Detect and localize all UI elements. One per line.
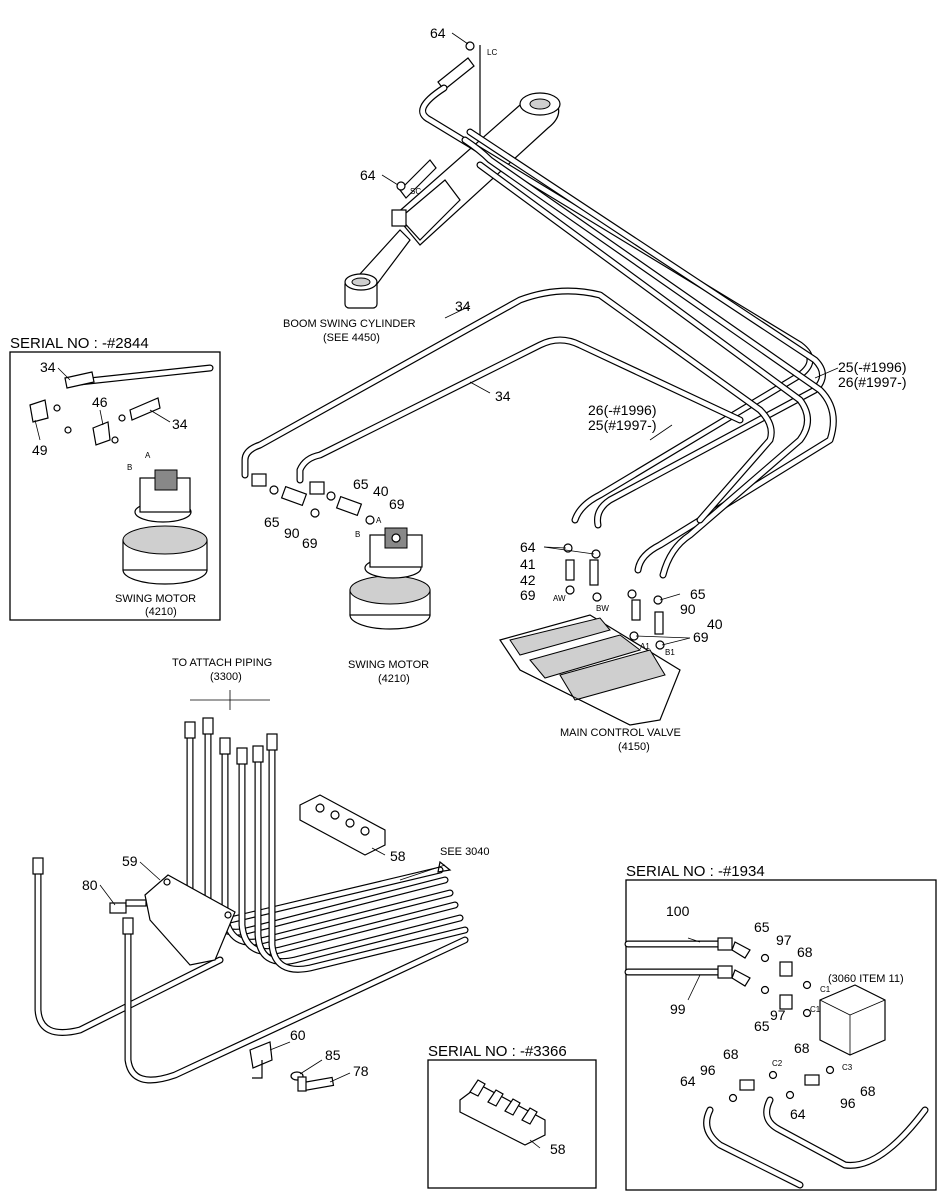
serial-1934: SERIAL NO : -#1934 — [626, 863, 765, 880]
bolt-80 — [109, 899, 147, 914]
inset-box-3366 — [427, 1059, 597, 1189]
part-80-bolt: 80 — [82, 877, 98, 893]
swing-motor-ref-inset: (4210) — [145, 606, 177, 618]
part-100: 100 — [666, 903, 690, 919]
part-42-valve: 42 — [520, 572, 536, 588]
part-60: 60 — [290, 1027, 306, 1043]
part-69-mid: 69 — [389, 496, 405, 512]
serial-3366: SERIAL NO : -#3366 — [428, 1043, 567, 1060]
part-58-inset: 58 — [550, 1141, 566, 1157]
part-65-valve: 65 — [690, 586, 706, 602]
part-65-inset-a: 65 — [754, 919, 770, 935]
inset-1934-content — [624, 937, 929, 1189]
part-96-inset-a: 96 — [700, 1062, 716, 1078]
part-68-inset-a: 68 — [797, 944, 813, 960]
part-68-inset-d: 68 — [860, 1083, 876, 1099]
inset-box-2844 — [9, 351, 221, 621]
part-65-left: 65 — [264, 514, 280, 530]
boom-swing-cylinder — [344, 45, 561, 309]
part-49-inset: 49 — [32, 442, 48, 458]
attach-piping-ref: (3300) — [210, 671, 242, 683]
part-46-inset: 46 — [92, 394, 108, 410]
part-25-post1997: 25(#1997-) — [588, 417, 657, 433]
part-65-mid: 65 — [353, 476, 369, 492]
part-69-valve-right: 69 — [693, 629, 709, 645]
inset-box-1934 — [625, 879, 937, 1191]
part-34-upper: 34 — [455, 298, 471, 314]
part-90-left: 90 — [284, 525, 300, 541]
part-68-inset-c: 68 — [723, 1046, 739, 1062]
port-bw: BW — [596, 604, 609, 613]
part-85: 85 — [325, 1047, 341, 1063]
guard-59 — [144, 874, 236, 966]
part-58-clamp: 58 — [390, 848, 406, 864]
port-c1: C1 — [810, 1005, 821, 1014]
part-68-inset-b: 68 — [794, 1040, 810, 1056]
part-65-inset-b: 65 — [754, 1018, 770, 1034]
port-b-inset: B — [127, 463, 132, 472]
port-lc: LC — [487, 48, 497, 57]
port-a1: A1 — [640, 642, 650, 651]
part-34-lower: 34 — [495, 388, 511, 404]
part-90-valve: 90 — [680, 601, 696, 617]
part-64-valve: 64 — [520, 539, 536, 555]
see-3040-label: SEE 3040 — [440, 846, 490, 858]
part-40-mid: 40 — [373, 483, 389, 499]
part-97-inset-a: 97 — [776, 932, 792, 948]
part-97-inset-b: 97 — [770, 1007, 786, 1023]
to-attach-piping-label: TO ATTACH PIPING — [172, 657, 272, 669]
part-78: 78 — [353, 1063, 369, 1079]
part-34-inset-b: 34 — [172, 416, 188, 432]
item-3060-11-label: (3060 ITEM 11) — [828, 973, 904, 985]
swing-motor-label-inset: SWING MOTOR — [115, 593, 196, 605]
port-b: B — [355, 530, 360, 539]
inset-2844-content — [29, 364, 214, 585]
port-aw: AW — [553, 594, 566, 603]
port-a-inset: A — [145, 451, 151, 460]
main-control-valve-ref: (4150) — [618, 741, 650, 753]
part-64-inset-a: 64 — [680, 1073, 696, 1089]
part-69-left: 69 — [302, 535, 318, 551]
part-64-sc: 64 — [360, 167, 376, 183]
port-c1-top: C1 — [820, 985, 831, 994]
part-34-inset-a: 34 — [40, 359, 56, 375]
port-c2: C2 — [772, 1059, 783, 1068]
leader-lines — [34, 32, 839, 1149]
see-4450-label: (SEE 4450) — [323, 332, 380, 344]
inset-3366-content — [459, 1079, 546, 1146]
main-control-valve-label: MAIN CONTROL VALVE — [560, 727, 681, 739]
part-64-inset-b: 64 — [790, 1106, 806, 1122]
port-b1: B1 — [665, 648, 675, 657]
port-c3: C3 — [842, 1063, 853, 1072]
part-64-top: 64 — [430, 25, 446, 41]
part-25-pre1996: 25(-#1996) — [838, 359, 907, 375]
port-a: A — [376, 516, 382, 525]
main-control-valve — [499, 543, 681, 726]
attach-piping-bundle — [32, 717, 469, 1084]
clamp-58 — [299, 794, 386, 856]
boom-swing-cylinder-label: BOOM SWING CYLINDER — [283, 318, 416, 330]
hardware-60-85-78 — [249, 1041, 335, 1092]
swing-motor-label: SWING MOTOR — [348, 659, 429, 671]
part-59-guard: 59 — [122, 853, 138, 869]
swing-motor-ref: (4210) — [378, 673, 410, 685]
port-sc: SC — [410, 187, 421, 196]
part-26-pre1996: 26(-#1996) — [588, 402, 657, 418]
part-40-valve: 40 — [707, 616, 723, 632]
part-96-inset-b: 96 — [840, 1095, 856, 1111]
part-99: 99 — [670, 1001, 686, 1017]
labels: BOOM SWING CYLINDER (SEE 4450) SWING MOT… — [10, 25, 907, 1157]
hose-lines — [241, 84, 837, 579]
serial-2844: SERIAL NO : -#2844 — [10, 335, 149, 352]
part-41-valve: 41 — [520, 556, 536, 572]
swing-motor-center — [349, 527, 431, 630]
swing-hose-fittings — [251, 473, 375, 525]
hose-fittings-top — [396, 41, 475, 199]
part-69-valve-left: 69 — [520, 587, 536, 603]
part-26-post1997: 26(#1997-) — [838, 374, 907, 390]
